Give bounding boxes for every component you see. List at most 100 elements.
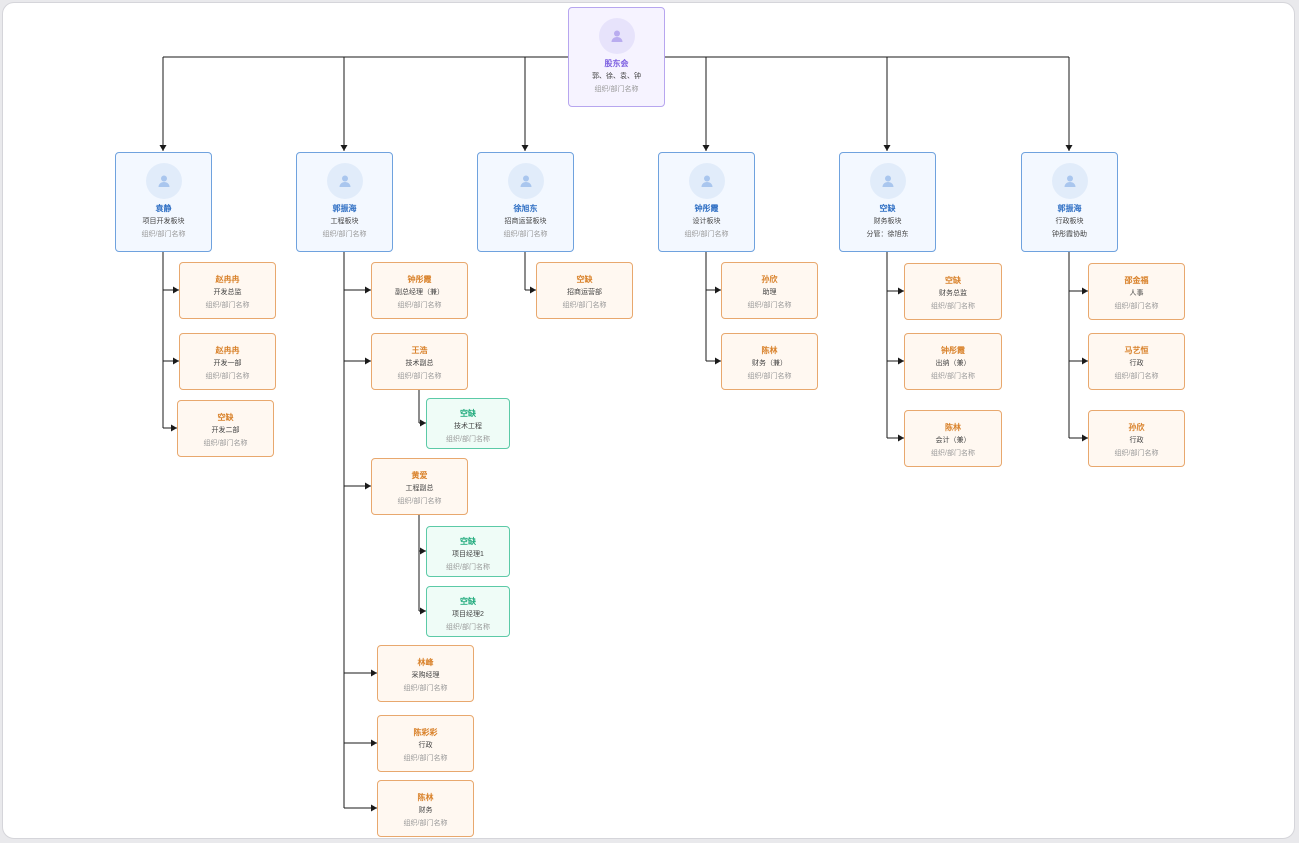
staff-node[interactable]: 钟彤霞 副总经理（兼） 组织/部门名称: [371, 262, 468, 319]
node-dept: 钟彤霞协助: [1052, 231, 1087, 238]
node-name: 空缺: [879, 204, 896, 213]
node-dept: 组织/部门名称: [446, 564, 490, 571]
node-name: 林峰: [417, 658, 434, 667]
node-name: 空缺: [460, 409, 476, 418]
node-dept: 组织/部门名称: [403, 755, 448, 762]
branch-node[interactable]: 袁静 项目开发板块 组织/部门名称: [115, 152, 212, 252]
node-name: 黄爱: [411, 471, 428, 480]
node-dept: 组织/部门名称: [594, 86, 639, 93]
node-role: 人事: [1129, 290, 1144, 297]
node-name: 马艺恒: [1124, 346, 1149, 355]
node-dept: 组织/部门名称: [322, 231, 367, 238]
user-icon: [1051, 163, 1088, 199]
branch-node[interactable]: 空缺 财务板块 分管：徐旭东: [839, 152, 936, 252]
node-role: 会计（兼）: [935, 437, 971, 444]
node-name: 陈林: [417, 793, 434, 802]
branch-node[interactable]: 郭振海 行政板块 钟彤霞协助: [1021, 152, 1118, 252]
node-name: 空缺: [217, 413, 234, 422]
staff-node[interactable]: 陈彩彩 行政 组织/部门名称: [377, 715, 474, 772]
node-name: 钟彤霞: [407, 275, 432, 284]
node-role: 技术工程: [454, 423, 482, 430]
node-dept: 组织/部门名称: [203, 440, 248, 447]
node-role: 行政: [418, 742, 433, 749]
staff-node[interactable]: 空缺 开发二部 组织/部门名称: [177, 400, 274, 457]
node-role: 开发二部: [211, 427, 240, 434]
user-icon: [598, 18, 635, 54]
node-dept: 组织/部门名称: [205, 302, 250, 309]
node-dept: 组织/部门名称: [1114, 303, 1159, 310]
node-dept: 组织/部门名称: [397, 302, 442, 309]
node-name: 钟彤霞: [694, 204, 719, 213]
node-role: 采购经理: [411, 672, 440, 679]
staff-node[interactable]: 陈林 会计（兼） 组织/部门名称: [904, 410, 1002, 467]
node-name: 陈林: [945, 423, 961, 432]
node-dept: 组织/部门名称: [931, 450, 975, 457]
staff-node[interactable]: 黄爱 工程副总 组织/部门名称: [371, 458, 468, 515]
staff-node[interactable]: 陈林 财务（兼） 组织/部门名称: [721, 333, 818, 390]
node-name: 孙欣: [761, 275, 778, 284]
node-dept: 组织/部门名称: [931, 303, 975, 310]
node-dept: 组织/部门名称: [403, 685, 448, 692]
node-name: 陈林: [761, 346, 778, 355]
staff-node[interactable]: 陈林 财务 组织/部门名称: [377, 780, 474, 837]
user-icon: [688, 163, 725, 199]
node-name: 郭振海: [1057, 204, 1082, 213]
node-name: 邵金福: [1124, 276, 1149, 285]
node-role: 助理: [762, 289, 777, 296]
node-name: 袁静: [155, 204, 172, 213]
root-node[interactable]: 股东会 郭、徐、袁、钟 组织/部门名称: [568, 7, 665, 107]
node-name: 郭振海: [332, 204, 357, 213]
staff-node[interactable]: 林峰 采购经理 组织/部门名称: [377, 645, 474, 702]
node-dept: 组织/部门名称: [747, 373, 792, 380]
node-role: 行政: [1129, 360, 1144, 367]
branch-node[interactable]: 郭振海 工程板块 组织/部门名称: [296, 152, 393, 252]
staff-node[interactable]: 邵金福 人事 组织/部门名称: [1088, 263, 1185, 320]
node-role: 招商运营板块: [504, 218, 547, 225]
staff-node[interactable]: 孙欣 行政 组织/部门名称: [1088, 410, 1185, 467]
staff-node[interactable]: 空缺 财务总监 组织/部门名称: [904, 263, 1002, 320]
node-name: 空缺: [576, 275, 593, 284]
branch-node[interactable]: 钟彤霞 设计板块 组织/部门名称: [658, 152, 755, 252]
node-role: 项目经理2: [452, 611, 484, 618]
branch-node[interactable]: 徐旭东 招商运营板块 组织/部门名称: [477, 152, 574, 252]
node-dept: 组织/部门名称: [397, 498, 442, 505]
node-role: 出纳（兼）: [935, 360, 971, 367]
node-role: 开发一部: [213, 360, 242, 367]
node-role: 招商运营部: [567, 289, 602, 296]
node-dept: 组织/部门名称: [446, 624, 490, 631]
node-role: 技术副总: [405, 360, 434, 367]
staff-node[interactable]: 空缺 招商运营部 组织/部门名称: [536, 262, 633, 319]
staff-node[interactable]: 赵冉冉 开发总监 组织/部门名称: [179, 262, 276, 319]
node-name: 空缺: [460, 537, 476, 546]
node-dept: 组织/部门名称: [403, 820, 448, 827]
node-dept: 组织/部门名称: [684, 231, 729, 238]
node-name: 股东会: [604, 59, 629, 68]
sub-node[interactable]: 空缺 项目经理1 组织/部门名称: [426, 526, 510, 577]
node-dept: 组织/部门名称: [397, 373, 442, 380]
staff-node[interactable]: 孙欣 助理 组织/部门名称: [721, 262, 818, 319]
node-name: 赵冉冉: [215, 275, 240, 284]
node-dept: 组织/部门名称: [205, 373, 250, 380]
staff-node[interactable]: 马艺恒 行政 组织/部门名称: [1088, 333, 1185, 390]
staff-node[interactable]: 赵冉冉 开发一部 组织/部门名称: [179, 333, 276, 390]
node-dept: 组织/部门名称: [503, 231, 548, 238]
user-icon: [869, 163, 906, 199]
node-role: 项目开发板块: [142, 218, 185, 225]
node-name: 赵冉冉: [215, 346, 240, 355]
node-name: 钟彤霞: [941, 346, 965, 355]
node-name: 王浩: [411, 346, 428, 355]
node-dept: 组织/部门名称: [1114, 373, 1159, 380]
staff-node[interactable]: 钟彤霞 出纳（兼） 组织/部门名称: [904, 333, 1002, 390]
user-icon: [326, 163, 363, 199]
sub-node[interactable]: 空缺 项目经理2 组织/部门名称: [426, 586, 510, 637]
staff-node[interactable]: 王浩 技术副总 组织/部门名称: [371, 333, 468, 390]
node-role: 郭、徐、袁、钟: [592, 73, 641, 80]
node-role: 项目经理1: [452, 551, 484, 558]
node-role: 工程副总: [405, 485, 434, 492]
node-role: 工程板块: [330, 218, 359, 225]
node-dept: 组织/部门名称: [446, 436, 490, 443]
node-dept: 组织/部门名称: [562, 302, 607, 309]
sub-node[interactable]: 空缺 技术工程 组织/部门名称: [426, 398, 510, 449]
node-dept: 组织/部门名称: [1114, 450, 1159, 457]
node-role: 财务（兼）: [752, 360, 787, 367]
